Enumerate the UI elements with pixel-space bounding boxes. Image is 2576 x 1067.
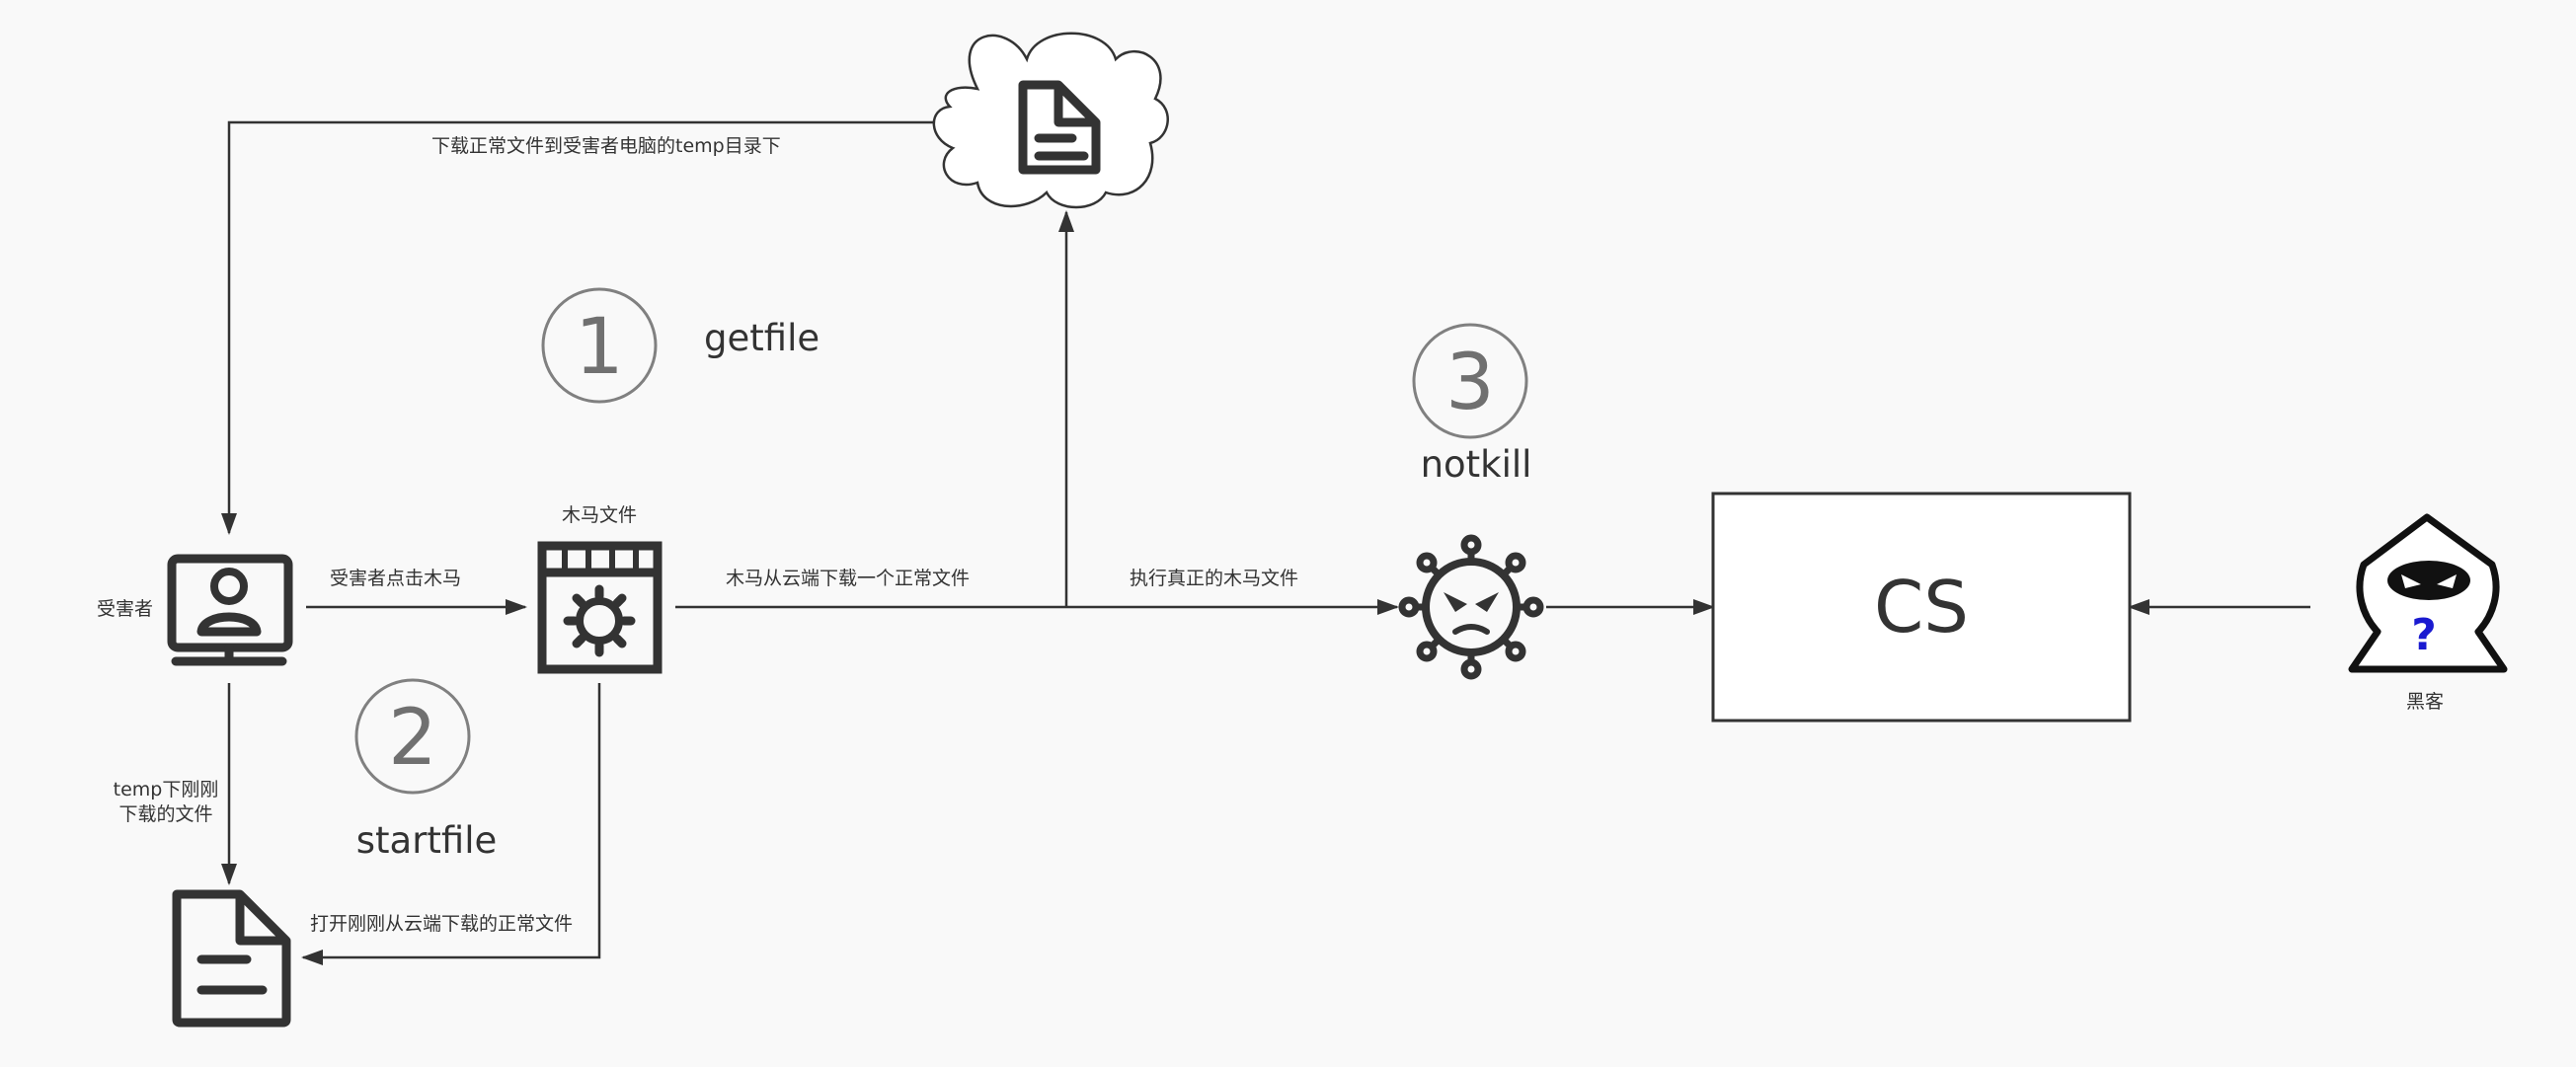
- edge-label-victim-to-file-line1: temp下刚刚: [114, 779, 219, 800]
- cloud-shape: [932, 32, 1169, 209]
- hacker-node: ? 黑客: [2348, 513, 2508, 713]
- cs-label: CS: [1874, 566, 1969, 648]
- edge-label-trojan-to-virus: 执行真正的木马文件: [1130, 568, 1298, 589]
- step-1-number: 1: [575, 303, 624, 392]
- document-icon: [172, 889, 291, 1028]
- step-2-number: 2: [388, 694, 437, 783]
- hacker-question-mark: ?: [2411, 610, 2437, 660]
- step-2: 2 startfile: [354, 678, 498, 862]
- victim-node: 受害者: [97, 554, 293, 666]
- cs-node: CS: [1711, 492, 2132, 723]
- edge-label-trojan-to-cloud: 木马从云端下载一个正常文件: [726, 568, 970, 589]
- step-1-circle: [541, 287, 658, 404]
- step-1-label: getfile: [704, 317, 820, 359]
- trojan-label: 木马文件: [562, 504, 637, 526]
- edge-label-cloud-to-victim: 下载正常文件到受害者电脑的temp目录下: [431, 135, 781, 157]
- step-3: 3 notkill: [1412, 323, 1532, 486]
- step-2-label: startfile: [356, 819, 498, 862]
- edge-label-victim-to-trojan: 受害者点击木马: [330, 568, 461, 589]
- document-icon: [1018, 80, 1101, 175]
- step-3-circle: [1412, 323, 1528, 439]
- edge-cloud-to-victim: [221, 120, 940, 535]
- edge-trojan-to-temp-file: [301, 683, 601, 965]
- step-2-circle: [354, 678, 471, 795]
- cs-box: [1711, 492, 2132, 723]
- virus-icon: [1398, 534, 1544, 680]
- temp-file-node: [172, 889, 291, 1028]
- hacker-label: 黑客: [2406, 691, 2444, 713]
- step-1: 1 getfile: [541, 287, 820, 404]
- cloud-document-icon: [932, 32, 1169, 209]
- hooded-hacker-icon: ?: [2348, 513, 2508, 673]
- trojan-node: 木马文件: [537, 504, 663, 674]
- step-3-number: 3: [1445, 339, 1495, 427]
- edge-label-victim-to-file-line2: 下载的文件: [118, 803, 212, 825]
- gear-window-icon: [537, 541, 663, 674]
- edge-label-trojan-to-file: 打开刚刚从云端下载的正常文件: [310, 913, 573, 935]
- victim-label: 受害者: [97, 598, 153, 620]
- step-3-label: notkill: [1421, 443, 1532, 486]
- monitor-user-icon: [167, 554, 293, 666]
